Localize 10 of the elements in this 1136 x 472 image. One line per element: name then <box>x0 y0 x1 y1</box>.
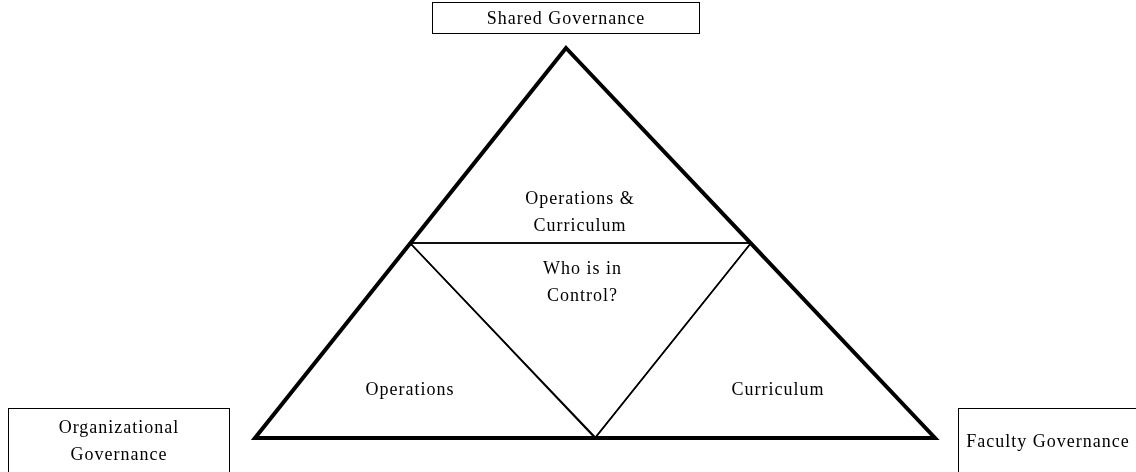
region-label: Who is in Control? <box>542 257 623 307</box>
box-label: Faculty Governance <box>966 429 1130 453</box>
region-label: Operations & Curriculum <box>524 187 636 237</box>
label-box <box>958 408 1136 472</box>
label-box <box>8 408 230 472</box>
region-label: Curriculum <box>730 378 826 401</box>
region-label: Operations <box>364 378 456 401</box>
box-label: Shared Governance <box>486 6 646 30</box>
box-label: Organizational Governance <box>57 416 181 466</box>
label-box <box>432 2 700 34</box>
